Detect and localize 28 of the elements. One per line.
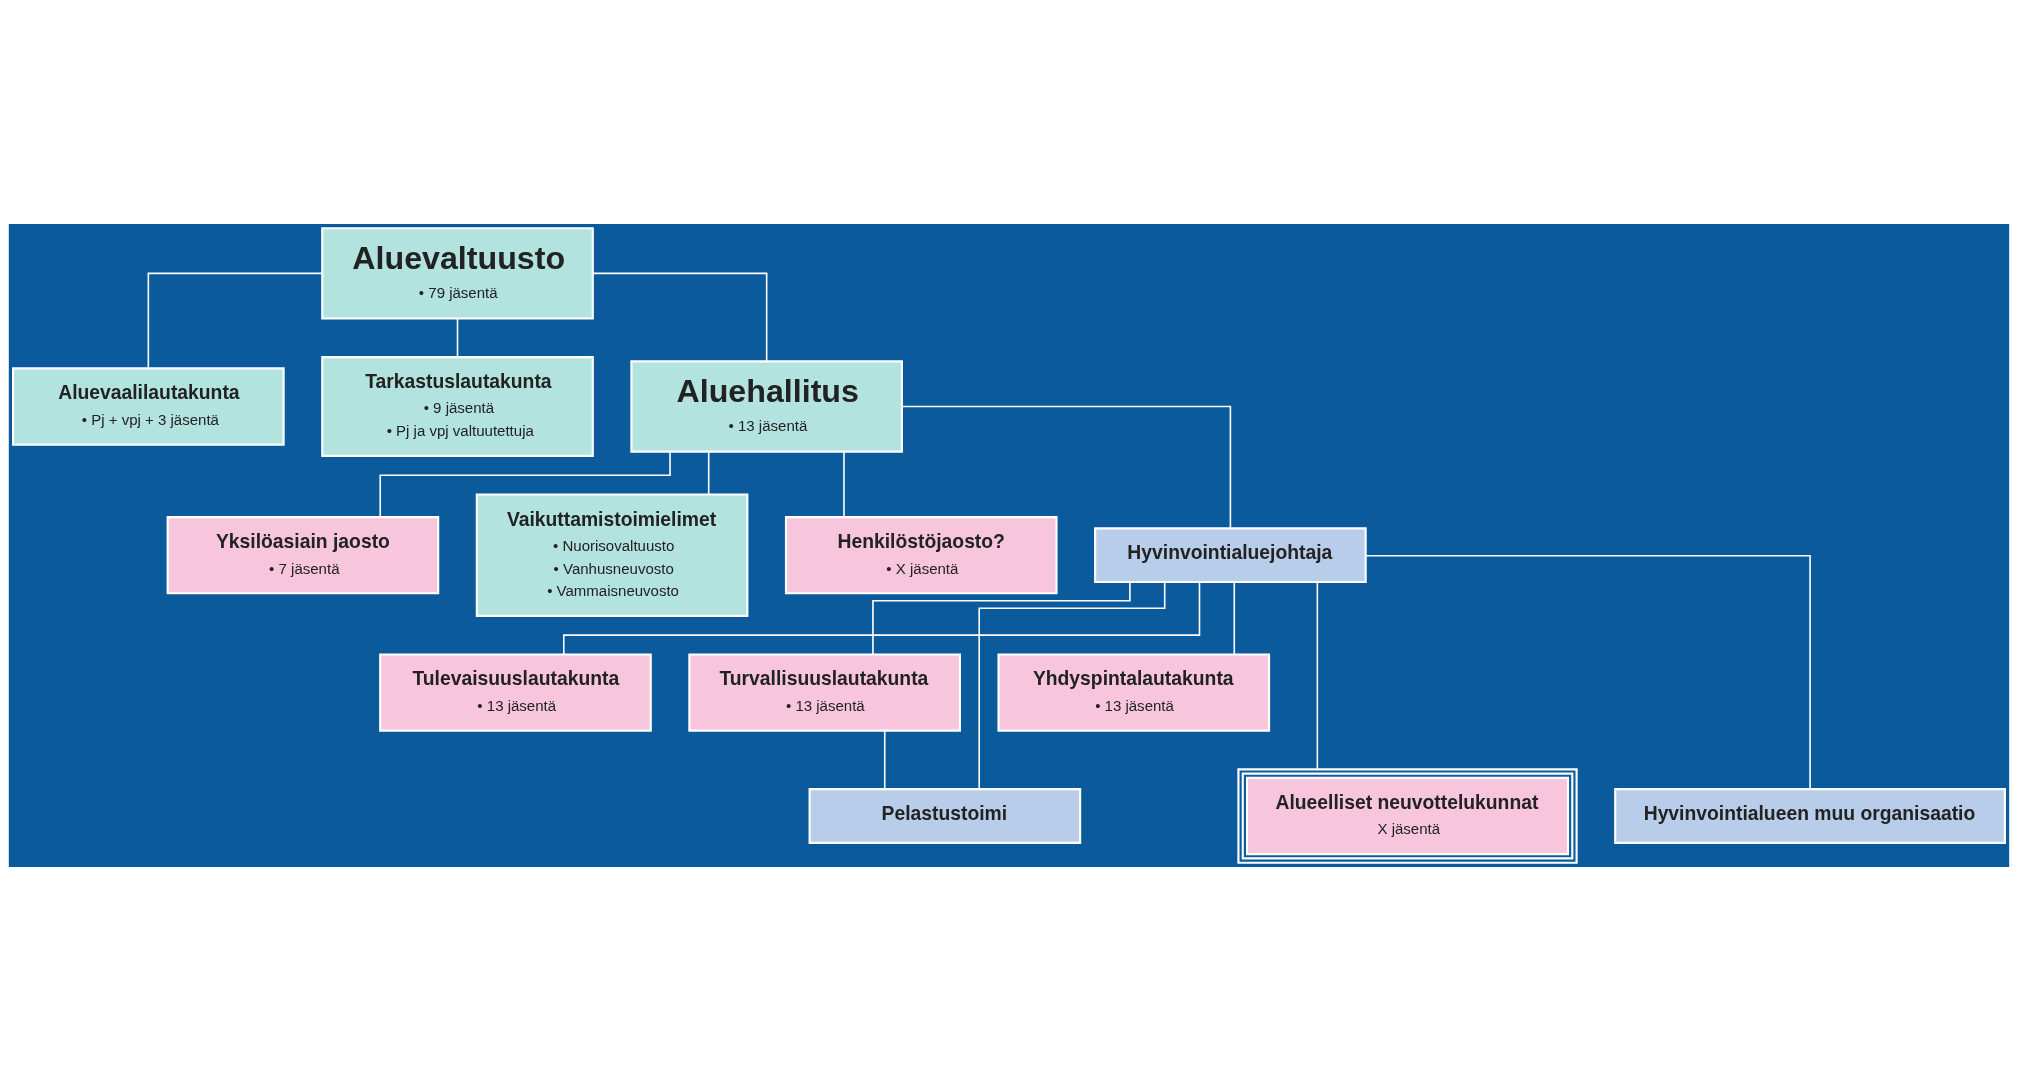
connector bbox=[1365, 554, 1811, 790]
node-box: Aluehallitus • 13 jäsentä bbox=[630, 359, 903, 453]
connector bbox=[843, 450, 845, 518]
node-box: Pelastustoimi bbox=[808, 787, 1082, 844]
node-box: Henkilöstöjaosto? • X jäsentä bbox=[784, 515, 1058, 594]
node-box: Hyvinvointialuejohtaja bbox=[1094, 526, 1367, 583]
connector bbox=[592, 272, 768, 362]
node-box: Alueelliset neuvottelukunnat X jäsentä bbox=[1237, 767, 1578, 864]
connector bbox=[456, 317, 459, 357]
connector bbox=[1233, 581, 1236, 655]
node-box: Vaikuttamistoimielimet • Nuorisovaltuusto • Vanhusneuvosto • Vammaisneuvosto bbox=[475, 492, 749, 617]
node-box: Aluevaltuusto • 79 jäsentä bbox=[321, 226, 594, 320]
node-box: Hyvinvointialueen muu organisaatio bbox=[1614, 787, 2006, 844]
connector bbox=[872, 580, 1131, 655]
connector bbox=[883, 729, 886, 790]
connector bbox=[147, 272, 323, 369]
connector bbox=[1316, 580, 1319, 770]
node-box: Tarkastuslautakunta • 9 jäsentä • Pj ja vpj valtuutettuja bbox=[321, 355, 594, 457]
node-box: Yhdyspintalautakunta • 13 jäsentä bbox=[997, 652, 1271, 732]
connector bbox=[562, 580, 1201, 655]
connector bbox=[901, 405, 1232, 529]
connector bbox=[707, 450, 710, 495]
node-box: Turvallisuuslautakunta • 13 jäsentä bbox=[688, 652, 961, 732]
node-box: Aluevaalilautakunta • Pj + vpj + 3 jäsentä bbox=[12, 366, 285, 446]
node-box: Yksilöasiain jaosto • 7 jäsentä bbox=[166, 515, 440, 594]
connector bbox=[379, 450, 671, 518]
node-box: Tulevaisuuslautakunta • 13 jäsentä bbox=[379, 652, 652, 732]
connector bbox=[978, 580, 1166, 790]
